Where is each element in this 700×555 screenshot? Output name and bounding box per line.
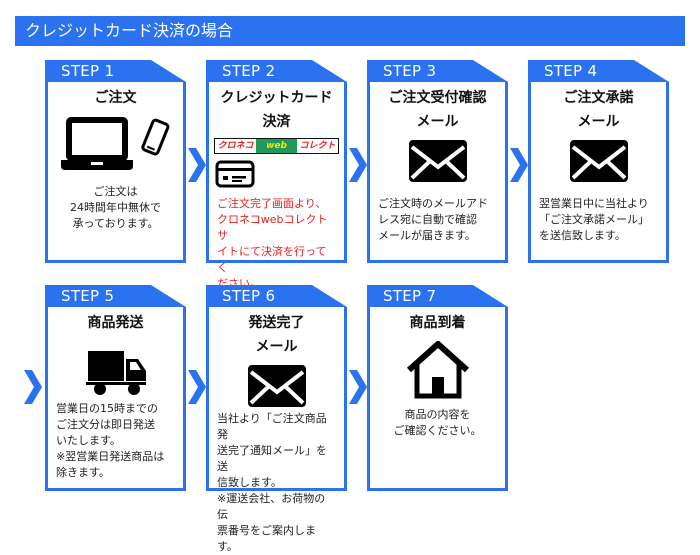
step-title-line: クレジットカード: [220, 90, 333, 106]
step-card-7: STEP 7 商品到着商品の内容をご確認ください。: [367, 285, 508, 491]
chevron-right-icon: [186, 370, 208, 404]
laptop-and-phone-icon: [48, 116, 183, 172]
description-line: ご注文は: [93, 185, 138, 198]
step-label: STEP 3: [383, 62, 437, 80]
logo-right: コレクト: [299, 141, 336, 151]
description-line: 「ご注文承諾メール」: [539, 213, 649, 226]
step-body: 商品発送営業日の15時までのご注文分は即日発送いたします。 ※翌営業日発送商品は除…: [45, 307, 186, 491]
description-line: メールが届きます。: [378, 229, 476, 242]
step-title: 発送完了メール: [209, 311, 344, 359]
step-title: 商品到着: [370, 311, 505, 335]
description-line: 24時間年中無休で: [70, 201, 161, 214]
step-tab: STEP 6: [206, 285, 347, 307]
step-title-line: 商品発送: [87, 315, 144, 331]
step-title-line: ご注文承諾: [563, 90, 634, 106]
step-label: STEP 1: [61, 62, 115, 80]
step-label: STEP 2: [222, 62, 276, 80]
logo-middle: web: [256, 139, 297, 153]
step-title-line: ご注文: [94, 90, 137, 106]
step-description: ご注文は 24時間年中無休で承っております。: [48, 184, 183, 232]
step-body: ご注文ご注文は 24時間年中無休で承っております。: [45, 82, 186, 263]
step-description: 商品の内容をご確認ください。: [370, 407, 505, 439]
envelope-icon: [531, 140, 666, 182]
step-title: 商品発送: [48, 311, 183, 335]
step-tab: STEP 3: [367, 60, 508, 82]
step-title-line: 発送完了: [248, 315, 305, 331]
step-description: 翌営業日中に当社より「ご注文承諾メール」を送信致します。: [531, 196, 666, 244]
step-title: ご注文承諾メール: [531, 86, 666, 134]
description-line: 翌営業日中に当社より: [539, 197, 649, 210]
logo-left: クロネコ: [217, 141, 254, 151]
description-line: 送完了通知メール」を送: [217, 444, 327, 473]
step-tab: STEP 2: [206, 60, 347, 82]
description-line: 承っております。: [72, 217, 159, 230]
description-line: ご注文完了画面より、: [217, 197, 327, 210]
step-card-5: STEP 5 商品発送営業日の15時までのご注文分は即日発送いたします。 ※翌営業日…: [45, 285, 186, 491]
step-title: ご注文: [48, 86, 183, 110]
step-card-1: STEP 1 ご注文ご注文は 24時間年中無休で承っております。: [45, 60, 186, 263]
description-line: 票番号をご案内します。: [217, 524, 316, 553]
description-line: イトにて決済を行ってく: [217, 245, 327, 274]
step-description: ご注文完了画面より、クロネコwebコレクトサイトにて決済を行ってください。: [209, 196, 344, 292]
step-tab: STEP 1: [45, 60, 186, 82]
step-tab: STEP 4: [528, 60, 669, 82]
description-line: いたします。: [56, 434, 121, 447]
chevron-right-icon: [508, 148, 530, 182]
step-description: ご注文時のメールアドレス宛に自動で確認メールが届きます。: [370, 196, 505, 244]
credit-card-icon: [209, 160, 344, 188]
section-banner: クレジットカード決済の場合: [15, 16, 685, 46]
description-line: ご確認ください。: [393, 424, 482, 437]
step-body: ご注文承諾メール翌営業日中に当社より「ご注文承諾メール」を送信致します。: [528, 82, 669, 263]
step-body: 商品到着商品の内容をご確認ください。: [367, 307, 508, 491]
description-line: ご注文時のメールアド: [378, 197, 488, 210]
envelope-icon: [209, 365, 344, 407]
description-line: を送信致します。: [539, 229, 626, 242]
description-line: 商品の内容を: [404, 408, 471, 421]
step-label: STEP 7: [383, 287, 437, 305]
step-tab: STEP 5: [45, 285, 186, 307]
step-label: STEP 6: [222, 287, 276, 305]
description-line: 除きます。: [56, 466, 110, 479]
description-line: 当社より「ご注文商品発: [217, 412, 327, 441]
chevron-right-icon: [22, 370, 44, 404]
chevron-right-icon: [347, 370, 369, 404]
step-card-6: STEP 6 発送完了メール当社より「ご注文商品発送完了通知メール」を送信致します…: [206, 285, 347, 553]
description-line: クロネコwebコレクトサ: [217, 213, 328, 242]
step-title-line: ご注文受付確認: [388, 90, 487, 106]
step-title-line: メール: [416, 114, 459, 130]
step-title: ご注文受付確認メール: [370, 86, 505, 134]
step-body: 発送完了メール当社より「ご注文商品発送完了通知メール」を送信致します。 ※運送会社…: [206, 307, 347, 553]
house-icon: [370, 341, 505, 399]
description-line: ※翌営業日発送商品は: [56, 450, 165, 463]
description-line: 信致します。: [217, 476, 282, 489]
step-body: ご注文受付確認メールご注文時のメールアドレス宛に自動で確認メールが届きます。: [367, 82, 508, 263]
envelope-icon: [370, 140, 505, 182]
step-title-line: 商品到着: [409, 315, 466, 331]
step-description: 営業日の15時までのご注文分は即日発送いたします。 ※翌営業日発送商品は除きます。: [48, 401, 183, 481]
step-title-line: メール: [577, 114, 620, 130]
step-label: STEP 4: [544, 62, 598, 80]
step-title-line: 決済: [262, 114, 291, 130]
truck-icon: [48, 349, 183, 397]
description-line: レス宛に自動で確認: [378, 213, 477, 226]
step-card-4: STEP 4 ご注文承諾メール翌営業日中に当社より「ご注文承諾メール」を送信致しま…: [528, 60, 669, 263]
step-label: STEP 5: [61, 287, 115, 305]
chevron-right-icon: [347, 148, 369, 182]
description-line: 営業日の15時までの: [56, 402, 158, 415]
step-title: クレジットカード決済: [209, 86, 344, 134]
description-line: ※運送会社、お荷物の伝: [217, 492, 326, 521]
description-line: ご注文分は即日発送: [56, 418, 155, 431]
chevron-right-icon: [186, 148, 208, 182]
step-tab: STEP 7: [367, 285, 508, 307]
step-title-line: メール: [255, 339, 298, 355]
step-description: 当社より「ご注文商品発送完了通知メール」を送信致します。 ※運送会社、お荷物の伝票…: [209, 411, 344, 555]
